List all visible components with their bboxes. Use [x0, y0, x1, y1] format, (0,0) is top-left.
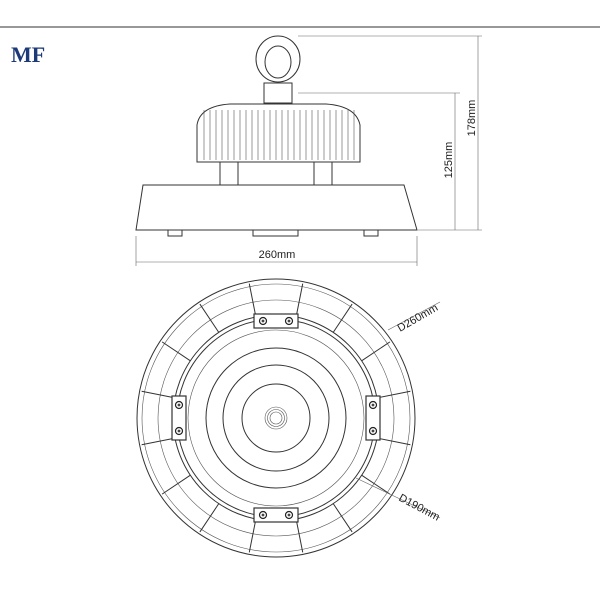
side-view: 260mm 125mm 178mm	[135, 35, 482, 266]
foot-right	[363, 229, 379, 237]
brand-logo: MF	[11, 42, 45, 67]
hanging-ring-outer	[255, 35, 301, 83]
heatsink	[196, 103, 361, 163]
reflector-ring-2	[205, 347, 347, 489]
outer-diameter-label: D260mm	[396, 302, 441, 335]
fin-outer-ring	[141, 283, 411, 553]
hanging-ring-inner	[264, 45, 292, 79]
inner-diameter-leader	[355, 477, 441, 519]
sensor-ring-outer	[264, 406, 288, 430]
ring-collar	[263, 82, 293, 104]
fin-divider	[161, 474, 191, 495]
fin-divider	[332, 303, 353, 333]
screw-head	[371, 429, 375, 433]
lens-frame	[176, 318, 376, 518]
mounting-brackets	[171, 313, 381, 523]
reflector-ring-4	[241, 383, 311, 453]
screw-head	[287, 513, 291, 517]
inner-diameter-label: D190mm	[397, 492, 442, 524]
fin-divider	[199, 303, 220, 333]
leg-right	[313, 161, 333, 186]
lamp-base	[135, 184, 418, 231]
screw-head	[261, 319, 265, 323]
fin-divider	[376, 390, 411, 399]
fin-divider	[376, 437, 411, 446]
sensor-ring-inner	[269, 411, 283, 425]
fin-divider	[141, 437, 176, 446]
screw-head	[177, 403, 181, 407]
fin-divider	[361, 474, 391, 495]
reflector-ring-1	[187, 329, 365, 507]
cooling-fins	[141, 283, 411, 553]
fin-divider	[248, 283, 257, 318]
total-height-label: 178mm	[466, 100, 478, 137]
sensor-ring-mid	[267, 409, 285, 427]
fin-divider	[248, 518, 257, 553]
outer-rim	[136, 278, 416, 558]
screw-head	[371, 403, 375, 407]
fin-divider	[332, 503, 353, 533]
fin-divider	[361, 341, 391, 362]
screw-head	[261, 513, 265, 517]
fin-inner-ring	[172, 314, 380, 522]
body-height-label: 125mm	[443, 142, 455, 179]
fin-divider	[199, 503, 220, 533]
screw-head	[177, 429, 181, 433]
fin-divider	[295, 518, 304, 553]
fin-divider	[161, 341, 191, 362]
fin-divider	[141, 390, 176, 399]
bottom-view: D260mm D190mm	[136, 278, 442, 558]
width-label: 260mm	[259, 249, 296, 261]
fin-mid-ring	[157, 299, 395, 537]
leg-left	[219, 161, 239, 186]
screw-head	[287, 319, 291, 323]
reflector-ring-3	[222, 364, 330, 472]
foot-left	[167, 229, 183, 237]
outer-diameter-leader	[387, 301, 441, 331]
fin-divider	[295, 283, 304, 318]
foot-center	[252, 229, 299, 237]
